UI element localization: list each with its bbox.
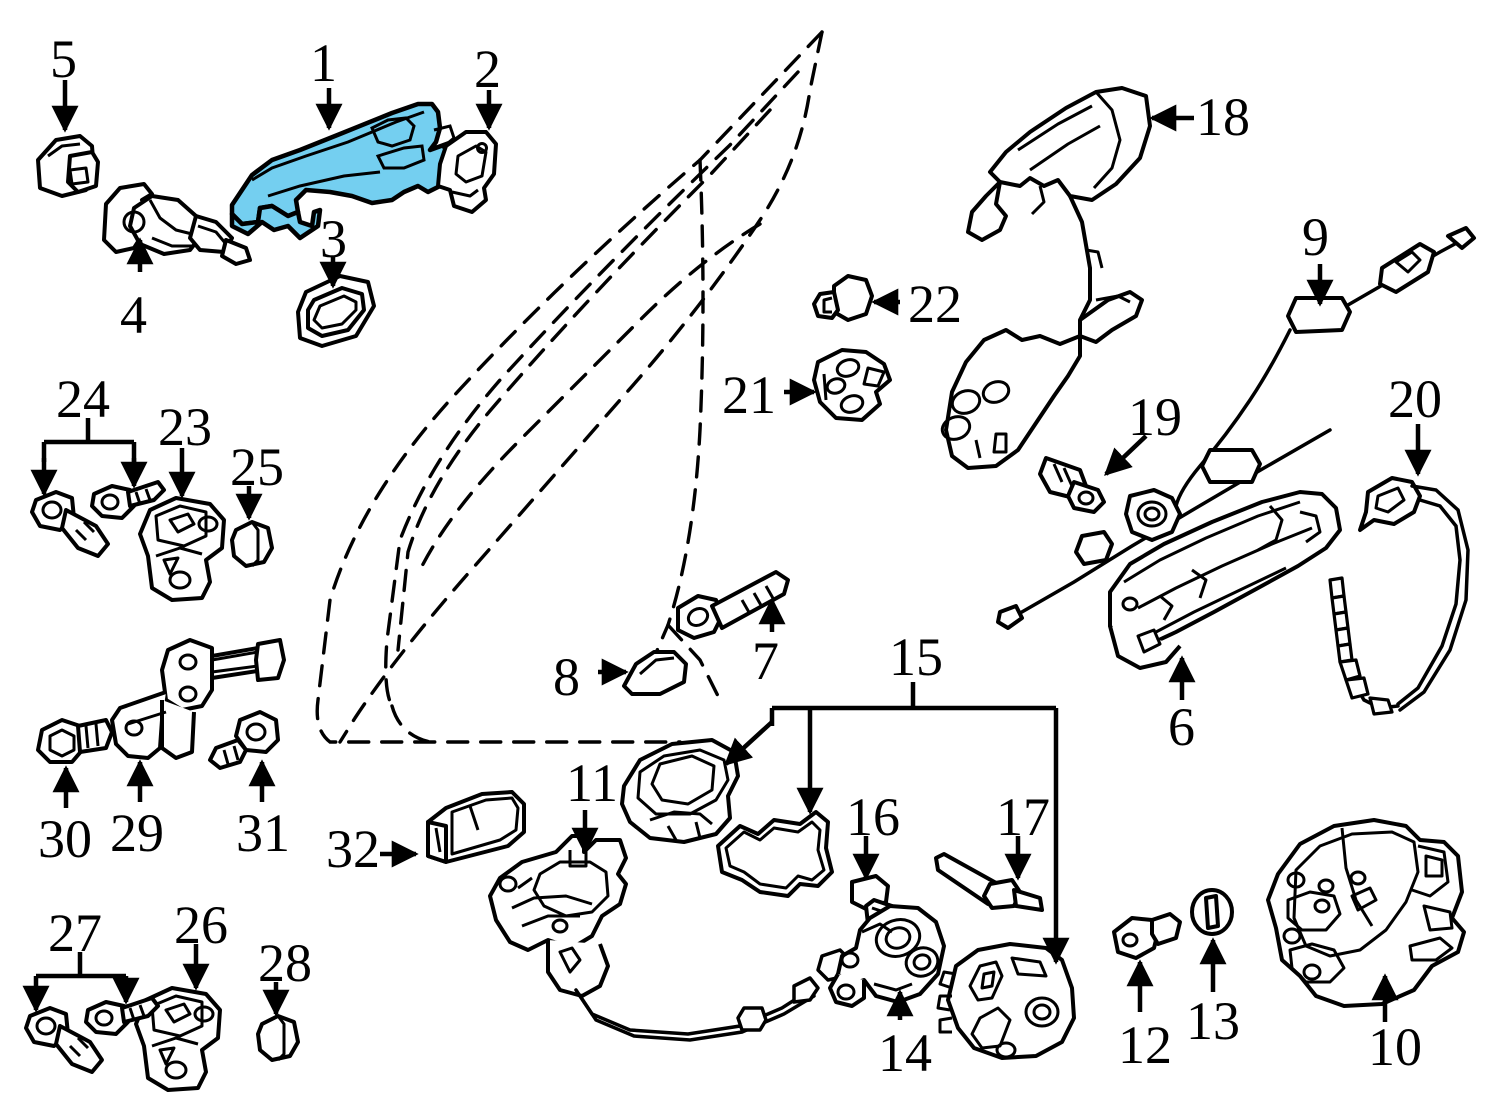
part-24-hinge-bolts: [30, 480, 166, 558]
part-23-upper-door-hinge: [138, 496, 226, 602]
callout-bracket-27: [33, 952, 129, 996]
callout-label-24: 24: [56, 369, 110, 429]
part-20-cable-end-clip: [1358, 476, 1422, 532]
part-12-push-pin-rivet: [1112, 912, 1182, 960]
part-3-handle-bezel-gasket: [296, 274, 376, 348]
callout-label-2: 2: [474, 39, 501, 99]
callout-label-3: 3: [320, 209, 347, 269]
part-11-latch-cable: [574, 988, 816, 1042]
part-7-shoulder-bolt: [676, 570, 790, 640]
callout-label-28: 28: [258, 933, 312, 993]
callout-label-27: 27: [48, 903, 102, 963]
callout-label-25: 25: [230, 437, 284, 497]
part-20-cable-spring: [1328, 576, 1394, 716]
part-2-handle-bracket-end-cap: [436, 130, 498, 214]
part-5-handle-end-cover: [36, 134, 100, 198]
part-28-hinge-pin-cap: [256, 1014, 300, 1062]
callout-bracket-24: [41, 418, 137, 462]
part-15-pad-gasket: [716, 810, 834, 898]
part-6-inside-door-handle: [1108, 490, 1342, 670]
part-15-switch-housing: [936, 942, 1076, 1060]
part-31-check-strap-screw: [208, 710, 280, 770]
callout-label-31: 31: [236, 803, 290, 863]
part-8-handle-trim-cap: [622, 650, 688, 696]
part-22-grommet-plug: [812, 274, 874, 322]
callout-label-4: 4: [120, 285, 147, 345]
part-9-cable-fittings: [996, 226, 1476, 630]
callout-bracket-27-arrows: [22, 977, 140, 1013]
callout-label-1: 1: [310, 33, 337, 93]
callout-label-12: 12: [1118, 1015, 1172, 1075]
callout-label-5: 5: [50, 29, 77, 89]
callout-label-18: 18: [1196, 87, 1250, 147]
callout-label-11: 11: [566, 753, 618, 813]
callout-label-32: 32: [326, 819, 380, 879]
part-25-hinge-pin-cap: [230, 520, 274, 568]
callout-label-10: 10: [1368, 1017, 1422, 1077]
door-panel-outline: [315, 30, 824, 744]
callout-label-8: 8: [553, 647, 580, 707]
callout-label-6: 6: [1168, 697, 1195, 757]
callout-label-30: 30: [38, 809, 92, 869]
part-10-door-latch-assembly: [1266, 818, 1466, 1008]
part-29-door-check-strap: [110, 638, 286, 760]
part-32-door-lock-knob: [426, 790, 526, 864]
part-4-lock-cylinder: [102, 182, 252, 266]
callout-label-16: 16: [846, 787, 900, 847]
callout-label-29: 29: [110, 803, 164, 863]
callout-label-17: 17: [996, 787, 1050, 847]
callout-label-23: 23: [158, 397, 212, 457]
callout-label-15: 15: [889, 627, 943, 687]
callout-label-19: 19: [1128, 387, 1182, 447]
callout-label-7: 7: [752, 631, 779, 691]
part-30-check-strap-bolt: [36, 718, 114, 764]
part-14-lock-actuator-switch: [828, 904, 946, 1008]
callout-bracket-15-arrows: [724, 708, 1070, 965]
part-11-latch-striker-with-cable: [488, 834, 628, 998]
callout-leaders: [51, 80, 1432, 1022]
part-27-hinge-bolts: [24, 996, 160, 1074]
part-13-hole-plug: [1190, 888, 1234, 936]
callout-bracket-24-arrows: [30, 458, 148, 497]
part-26-lower-door-hinge: [134, 986, 222, 1092]
part-21-door-check-pad: [812, 348, 892, 422]
part-17-pin-retainer: [934, 852, 1044, 912]
callout-label-22: 22: [908, 274, 962, 334]
part-15-keyless-entry-pad: [620, 738, 740, 844]
callout-label-13: 13: [1186, 991, 1240, 1051]
callout-label-9: 9: [1302, 207, 1329, 267]
callout-label-21: 21: [722, 365, 776, 425]
part-19-tapping-screw: [1038, 456, 1106, 514]
callout-label-14: 14: [878, 1023, 932, 1083]
callout-label-20: 20: [1388, 369, 1442, 429]
callout-label-26: 26: [174, 895, 228, 955]
part-18-handle-base-bracket: [940, 86, 1152, 470]
leader-19: [1104, 434, 1148, 476]
part-1-outside-door-handle: [229, 101, 463, 241]
